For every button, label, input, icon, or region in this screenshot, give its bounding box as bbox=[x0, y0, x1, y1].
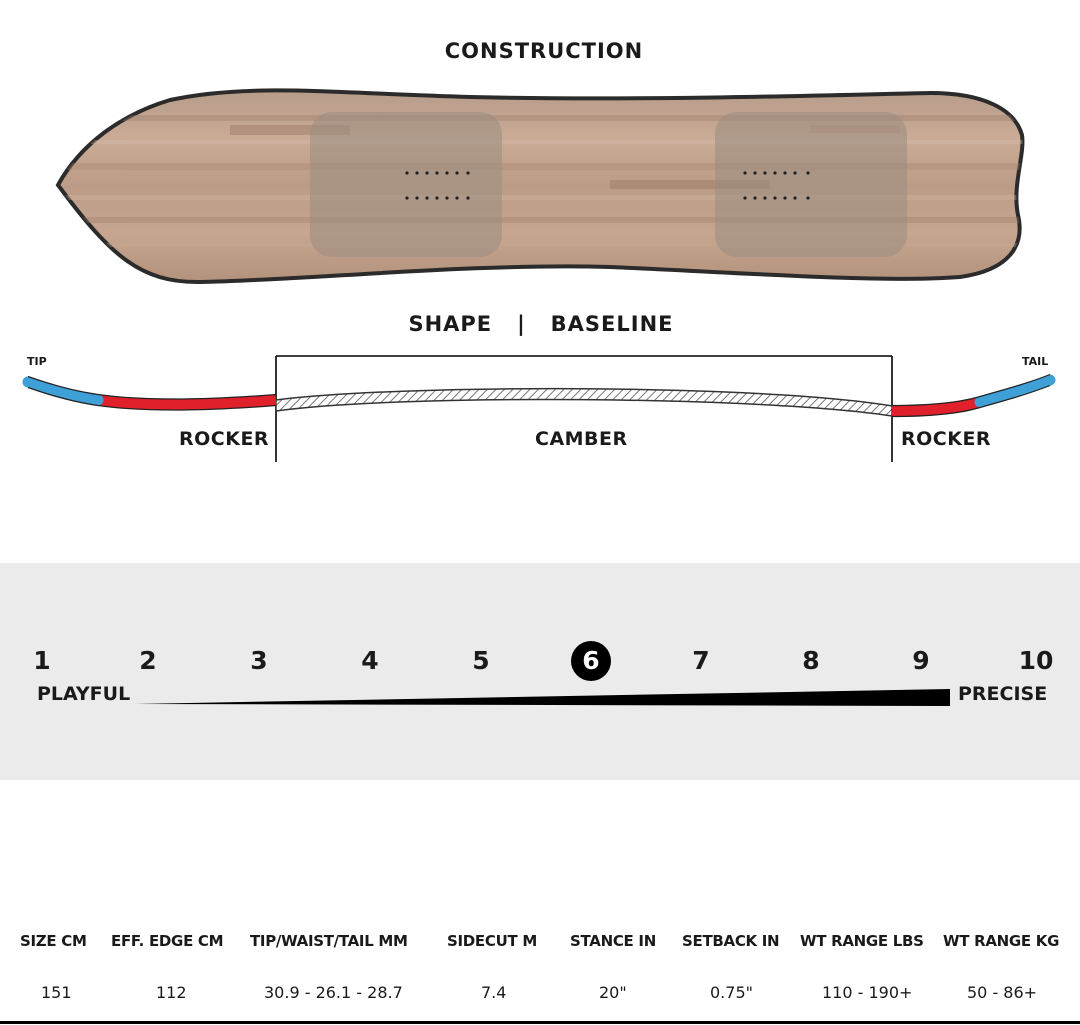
scale-number-3: 3 bbox=[250, 646, 268, 675]
construction-title: CONSTRUCTION bbox=[444, 39, 644, 63]
snowboard-top-view bbox=[55, 88, 1025, 285]
spec-header-setback: SETBACK IN bbox=[682, 932, 780, 950]
left-rocker-label: ROCKER bbox=[179, 428, 270, 450]
shape-baseline-title: SHAPE | BASELINE bbox=[408, 312, 674, 336]
spec-value-tip-waist-tail: 30.9 - 26.1 - 28.7 bbox=[264, 983, 403, 1002]
precise-label: PRECISE bbox=[958, 683, 1048, 705]
bottom-rule bbox=[0, 1021, 1080, 1024]
camber-profile-diagram bbox=[22, 355, 1056, 462]
scale-number-6-selected: 6 bbox=[571, 641, 611, 681]
spec-value-size: 151 bbox=[41, 983, 72, 1002]
spec-header-stance: STANCE IN bbox=[570, 932, 656, 950]
camber-section bbox=[275, 387, 893, 417]
scale-number-9: 9 bbox=[912, 646, 930, 675]
left-rocker-section bbox=[97, 394, 277, 410]
spec-value-sidecut: 7.4 bbox=[481, 983, 507, 1002]
playful-label: PLAYFUL bbox=[37, 683, 131, 705]
spec-value-wt-kg: 50 - 86+ bbox=[967, 983, 1038, 1002]
spec-value-eff-edge: 112 bbox=[156, 983, 187, 1002]
tail-section bbox=[974, 374, 1056, 408]
scale-wedge bbox=[135, 689, 950, 706]
scale-number-8: 8 bbox=[802, 646, 820, 675]
rear-binding-area bbox=[715, 112, 907, 257]
spec-header-size: SIZE CM bbox=[20, 932, 87, 950]
scale-number-4: 4 bbox=[361, 646, 379, 675]
tip-section bbox=[22, 376, 104, 406]
flex-scale-band: 1 2 3 4 5 6 7 8 9 10 PLAYFUL PRECISE bbox=[0, 563, 1080, 780]
tail-label: TAIL bbox=[1022, 355, 1049, 368]
spec-header-eff-edge: EFF. EDGE CM bbox=[111, 932, 224, 950]
scale-number-7: 7 bbox=[692, 646, 710, 675]
right-rocker-label: ROCKER bbox=[901, 428, 992, 450]
spec-value-wt-lbs: 110 - 190+ bbox=[822, 983, 913, 1002]
scale-number-10: 10 bbox=[1018, 646, 1054, 675]
scale-number-5: 5 bbox=[472, 646, 490, 675]
spec-header-sidecut: SIDECUT M bbox=[447, 932, 537, 950]
camber-label: CAMBER bbox=[535, 428, 628, 450]
spec-header-tip-waist-tail: TIP/WAIST/TAIL MM bbox=[250, 932, 408, 950]
front-binding-area bbox=[310, 112, 502, 257]
right-rocker-section bbox=[891, 396, 982, 417]
tip-label: TIP bbox=[27, 355, 47, 368]
scale-number-2: 2 bbox=[139, 646, 157, 675]
spec-header-wt-lbs: WT RANGE LBS bbox=[800, 932, 924, 950]
spec-value-setback: 0.75" bbox=[710, 983, 753, 1002]
spec-header-wt-kg: WT RANGE KG bbox=[943, 932, 1060, 950]
spec-value-stance: 20" bbox=[599, 983, 627, 1002]
scale-number-1: 1 bbox=[33, 646, 51, 675]
